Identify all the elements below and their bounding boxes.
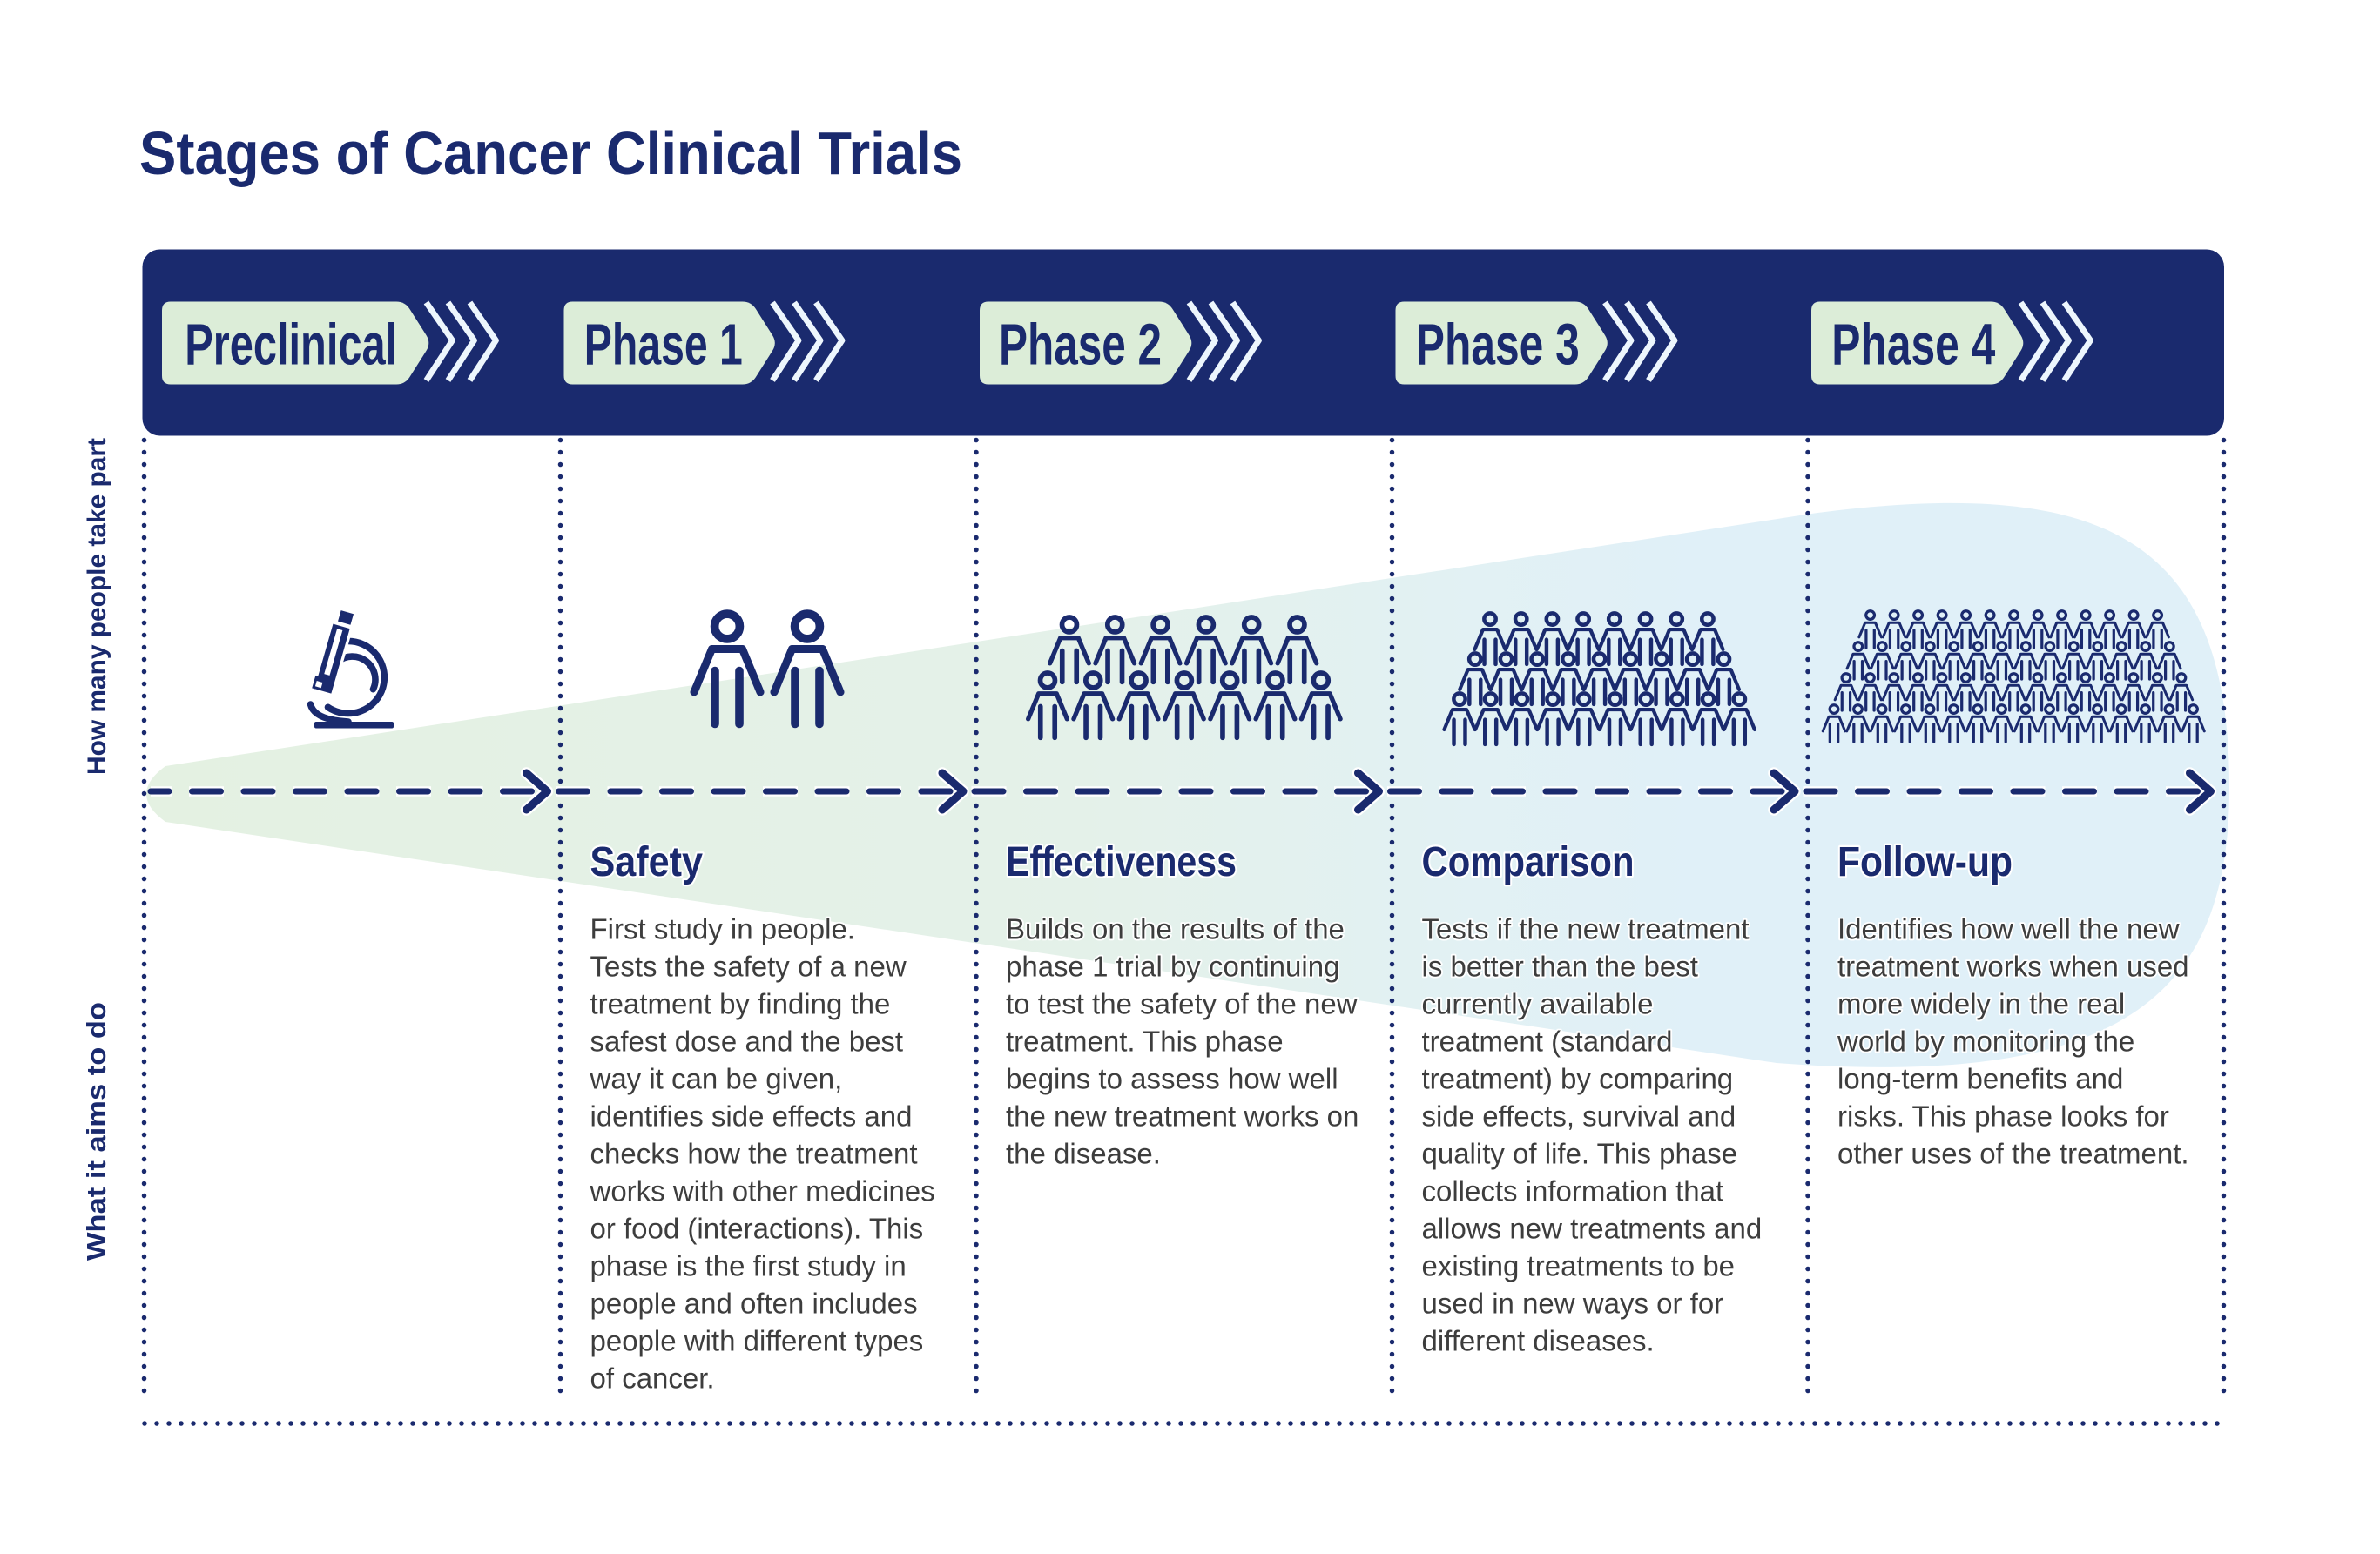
svg-text:or food (interactions). This: or food (interactions). This [590, 1213, 924, 1245]
svg-text:Preclinical: Preclinical [185, 313, 397, 378]
svg-text:works with other medicines: works with other medicines [590, 1175, 935, 1208]
svg-text:Comparison: Comparison [1422, 839, 1635, 885]
svg-text:identifies side effects and: identifies side effects and [590, 1100, 913, 1133]
svg-text:quality of life. This phase: quality of life. This phase [1422, 1138, 1738, 1170]
svg-text:phase 1 trial by continuing: phase 1 trial by continuing [1006, 951, 1339, 983]
svg-text:treatment by finding the: treatment by finding the [590, 988, 891, 1020]
svg-text:checks how the treatment: checks how the treatment [590, 1138, 918, 1170]
svg-text:to test the safety of the new: to test the safety of the new [1006, 988, 1358, 1020]
svg-text:Safety: Safety [590, 839, 704, 885]
svg-text:phase is the first study in: phase is the first study in [590, 1250, 907, 1282]
svg-text:risks. This phase looks for: risks. This phase looks for [1837, 1100, 2169, 1133]
svg-text:Phase 3: Phase 3 [1416, 313, 1580, 378]
svg-text:more widely in the real: more widely in the real [1837, 988, 2125, 1020]
svg-text:allows new treatments and: allows new treatments and [1422, 1213, 1763, 1245]
svg-text:of cancer.: of cancer. [590, 1362, 715, 1395]
svg-text:How many people take part: How many people take part [83, 438, 111, 775]
svg-text:Effectiveness: Effectiveness [1006, 839, 1237, 885]
svg-text:Phase 2: Phase 2 [999, 313, 1162, 378]
svg-text:safest dose and the best: safest dose and the best [590, 1026, 904, 1058]
svg-text:existing treatments to be: existing treatments to be [1422, 1250, 1736, 1282]
svg-text:different diseases.: different diseases. [1422, 1325, 1655, 1357]
svg-text:Phase 1: Phase 1 [584, 313, 743, 378]
svg-text:Builds on the results of the: Builds on the results of the [1006, 913, 1345, 945]
svg-text:way it can be given,: way it can be given, [590, 1063, 843, 1095]
svg-text:First study in people.: First study in people. [590, 913, 855, 945]
svg-text:What it aims to do: What it aims to do [81, 1002, 111, 1261]
svg-text:long-term benefits and: long-term benefits and [1837, 1063, 2123, 1095]
svg-text:Follow-up: Follow-up [1837, 839, 2013, 885]
svg-text:treatment works when used: treatment works when used [1837, 951, 2189, 983]
svg-text:is better than the best: is better than the best [1422, 951, 1698, 983]
svg-text:other uses of the treatment.: other uses of the treatment. [1837, 1138, 2189, 1170]
svg-text:collects information that: collects information that [1422, 1175, 1724, 1208]
svg-text:used in new ways or for: used in new ways or for [1422, 1288, 1724, 1320]
svg-text:treatment (standard: treatment (standard [1422, 1026, 1673, 1058]
svg-text:Stages of Cancer Clinical Tria: Stages of Cancer Clinical Trials [139, 119, 962, 187]
svg-text:Tests if the new treatment: Tests if the new treatment [1422, 913, 1750, 945]
svg-text:Tests the safety of a new: Tests the safety of a new [590, 951, 907, 983]
svg-text:currently available: currently available [1422, 988, 1654, 1020]
svg-text:treatment. This phase: treatment. This phase [1006, 1026, 1284, 1058]
svg-text:Phase 4: Phase 4 [1831, 313, 1995, 378]
svg-text:side effects, survival and: side effects, survival and [1422, 1100, 1736, 1133]
svg-text:people with different types: people with different types [590, 1325, 924, 1357]
svg-text:world by monitoring the: world by monitoring the [1837, 1026, 2134, 1058]
svg-text:the disease.: the disease. [1006, 1138, 1161, 1170]
svg-text:treatment) by comparing: treatment) by comparing [1422, 1063, 1734, 1095]
svg-text:Identifies how well the new: Identifies how well the new [1837, 913, 2180, 945]
svg-text:people and often includes: people and often includes [590, 1288, 918, 1320]
svg-text:begins to assess how well: begins to assess how well [1006, 1063, 1338, 1095]
svg-text:the new treatment works on: the new treatment works on [1006, 1100, 1359, 1133]
